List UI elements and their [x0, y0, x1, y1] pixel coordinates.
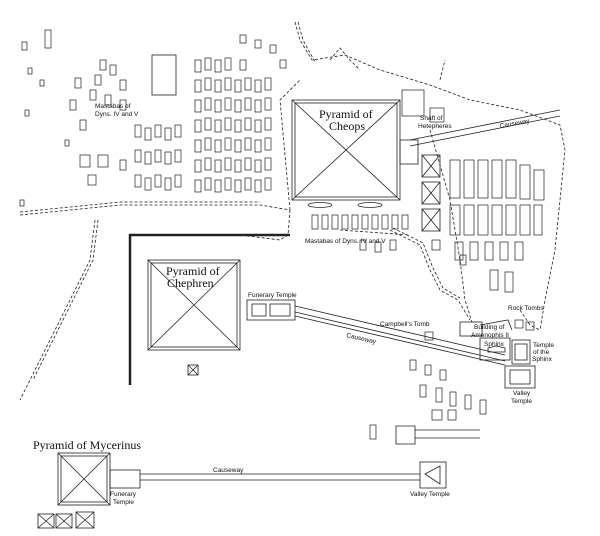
chephren-causeway-lines	[294, 305, 506, 366]
label-cheops-1: Pyramid of	[319, 107, 373, 121]
label-causeway-cheops: Causeway	[499, 118, 531, 130]
label-funerary-chephren: Funerary Temple	[248, 292, 297, 299]
mycerinus-queens	[37, 511, 95, 529]
chephren-enclosure	[128, 233, 290, 385]
label-rock-tombs: Rock Tombs	[508, 305, 544, 312]
label-chephren-2: Chephren	[167, 276, 214, 290]
cheops-causeway-lines	[409, 109, 561, 147]
label-cheops-2: Cheops	[329, 119, 365, 133]
label-building-2: Amenophis II	[471, 332, 509, 339]
label-mastabas-west-1: Mastabas of	[95, 103, 131, 110]
label-temple-sphinx-1: Temple	[533, 342, 554, 349]
label-shaft-1: Shaft of	[420, 115, 443, 122]
label-valley-chephren-2: Temple	[511, 398, 532, 405]
eastern-mastaba-field	[369, 89, 545, 440]
label-temple-sphinx-2: of the	[533, 349, 550, 356]
label-building-1: Building of	[474, 324, 505, 331]
label-sphinx: Sphinx	[484, 341, 505, 348]
sphinx-area	[459, 319, 536, 389]
pyramid-chephren-shape	[147, 259, 241, 351]
label-valley-chephren-1: Valley	[513, 390, 531, 397]
label-mastabas-west-2: Dyns. IV and V	[95, 111, 139, 118]
map-labels: Pyramid of Cheops Pyramid of Chephren Py…	[33, 103, 554, 506]
label-funerary-myc-2: Temple	[113, 499, 134, 506]
label-chephren-1: Pyramid of	[166, 264, 220, 278]
label-temple-sphinx-3: Sphinx	[532, 356, 553, 363]
queens-pyramids	[421, 154, 441, 232]
label-campbells-tomb: Campbell's Tomb	[380, 321, 430, 328]
label-valley-myc: Valley Temple	[410, 491, 450, 498]
southern-mastaba-row	[311, 214, 409, 253]
label-shaft-2: Hetepheres	[418, 123, 452, 130]
road-network	[19, 21, 566, 401]
western-mastaba-field	[19, 29, 287, 207]
label-mycerinus: Pyramid of Mycerinus	[33, 438, 141, 452]
pyramid-mycerinus-shape	[57, 452, 111, 506]
label-funerary-myc-1: Funerary	[110, 491, 137, 498]
label-mastabas-south: Mastabas of Dyns. IV and V	[305, 238, 386, 245]
label-causeway-myc: Causeway	[213, 467, 244, 474]
